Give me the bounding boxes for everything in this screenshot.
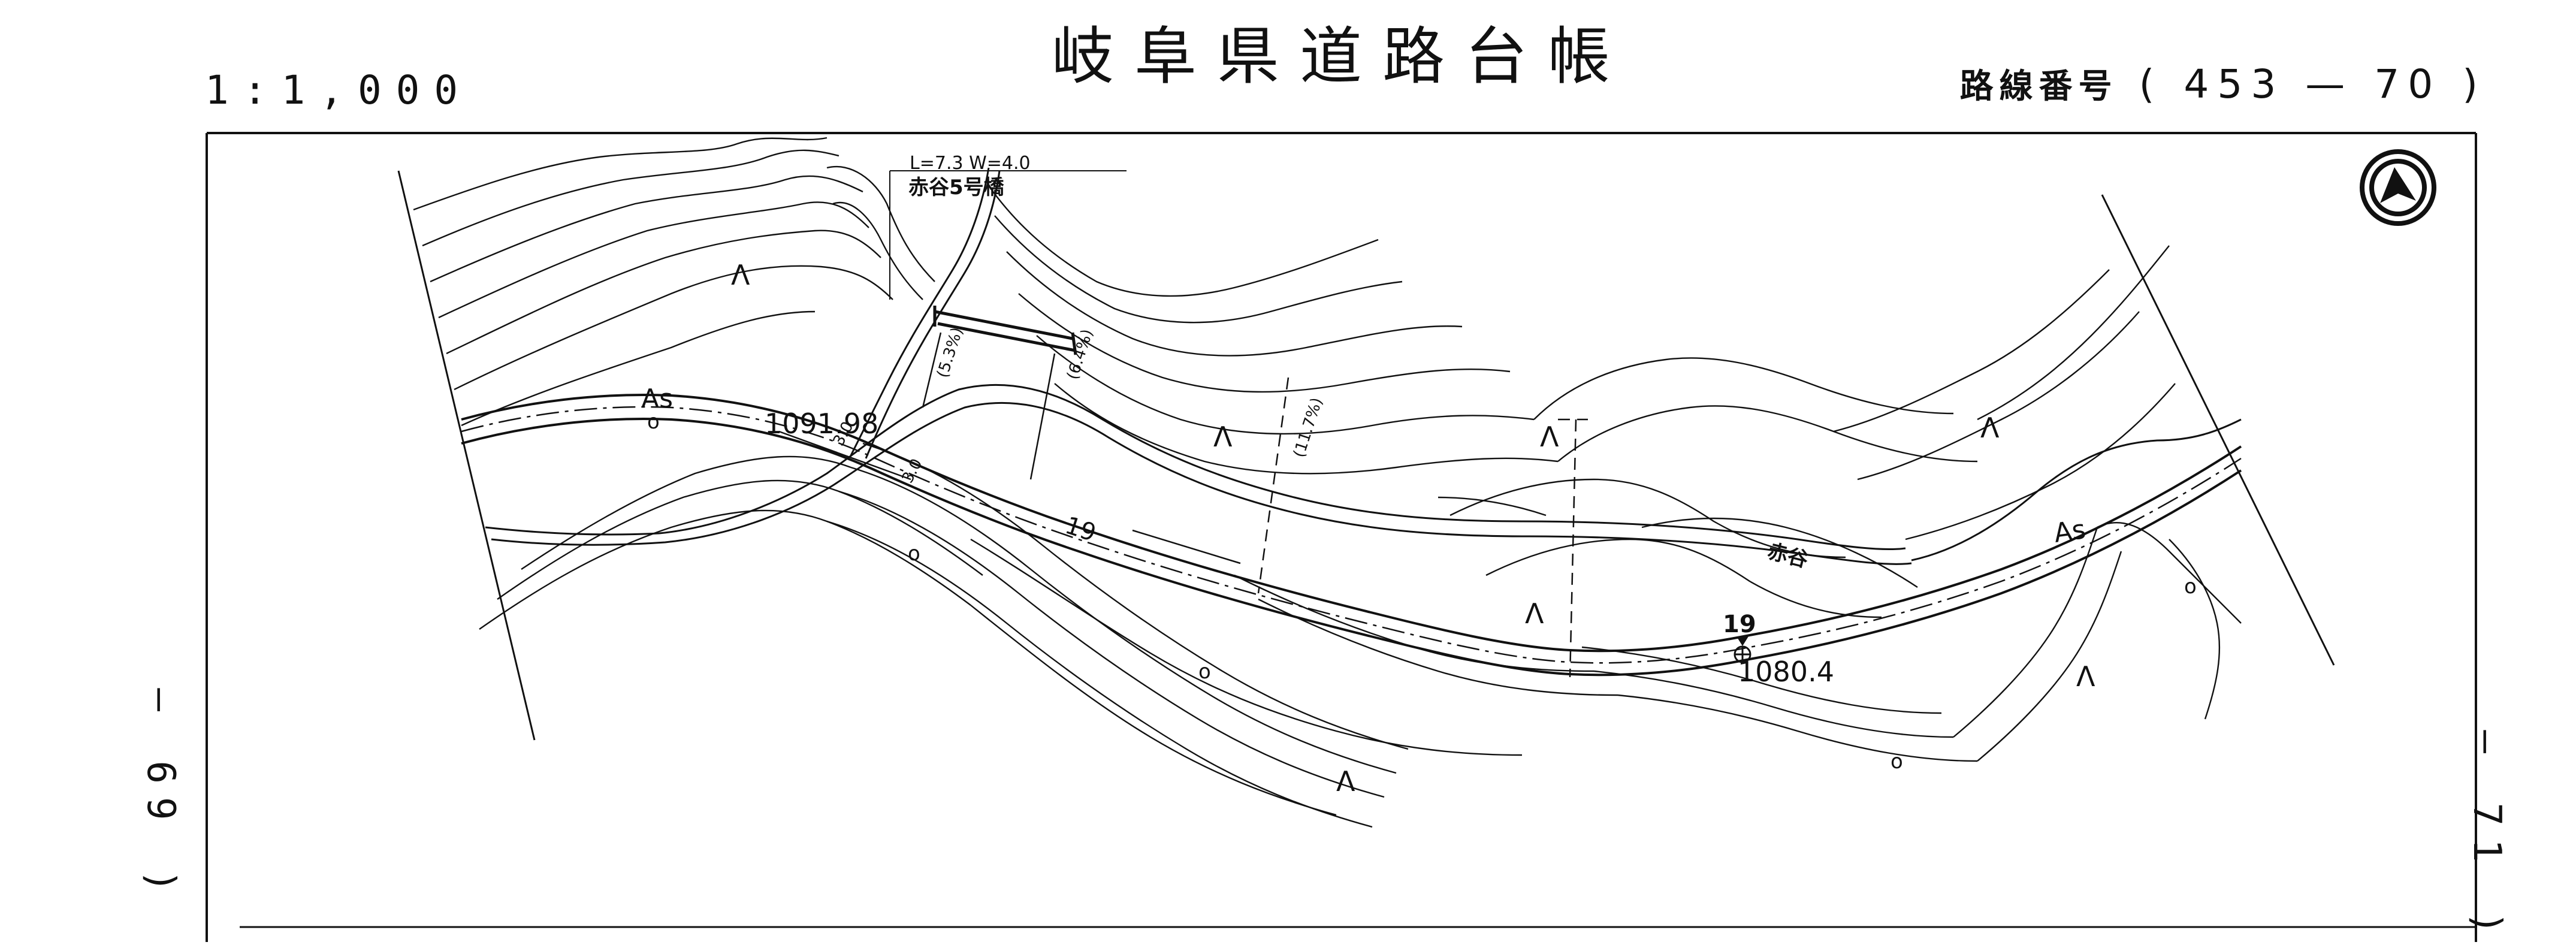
route-number-block: 路線番号 ( 453 — 70 ) <box>1960 65 2486 104</box>
vegetation-symbols: Λ Λ Λ Λ Λ Λ Λ <box>731 259 2095 798</box>
width-label-d: (6.4%) <box>1064 327 1097 382</box>
bridge-dimensions: L=7.3 W=4.0 <box>910 153 1031 174</box>
map-scale: 1:1,000 <box>205 67 473 113</box>
clip-lines <box>397 170 2335 741</box>
grass-symbol: o <box>908 542 920 566</box>
grass-symbol: o <box>1891 750 1903 774</box>
prefectural-road <box>461 394 2242 677</box>
width-label-e: (11.7%) <box>1290 395 1326 460</box>
broadleaf-symbol: Λ <box>1336 765 1355 798</box>
width-dimensions <box>778 332 1241 564</box>
sheet-title: 岐阜県道路台帳 <box>1052 20 1631 93</box>
bridge-akadani-5 <box>933 306 1077 355</box>
river-akadani <box>485 384 2242 565</box>
route-number-label: 路線番号 <box>1959 67 2118 106</box>
broadleaf-symbol: Λ <box>1213 421 1233 453</box>
bridge-leader <box>889 170 1127 300</box>
grass-symbol: o <box>647 410 660 434</box>
broadleaf-symbol: Λ <box>731 259 750 291</box>
grass-symbol: o <box>2184 575 2197 599</box>
surface-type-left: As <box>641 384 673 414</box>
bridge-name: 赤谷5号橋 <box>908 176 1004 200</box>
broadleaf-symbol: Λ <box>2076 660 2095 693</box>
benchmark-icon <box>1734 636 1751 663</box>
north-arrow-icon <box>2360 149 2436 226</box>
river-name: 赤谷 <box>1765 539 1811 572</box>
broadleaf-symbol: Λ <box>1525 597 1544 630</box>
grass-symbol: o <box>1198 660 1211 684</box>
route-number-value: ( 453 — 70 ) <box>2139 61 2486 107</box>
side-stream <box>850 167 1001 459</box>
elevation-left: 1091.98 <box>765 407 878 440</box>
width-label-c: (5.3%) <box>934 325 967 380</box>
grass-symbols: o o o o o <box>647 410 2197 774</box>
broadleaf-symbol: Λ <box>1980 412 2000 444</box>
section-lines <box>1257 377 1588 678</box>
station-marker-right: 19 <box>1723 611 1756 638</box>
station-marker-mid: 19 <box>1062 512 1100 547</box>
surface-type-right: As <box>2052 514 2088 549</box>
broadleaf-symbol: Λ <box>1540 421 1559 453</box>
elevation-right: 1080.4 <box>1738 656 1834 688</box>
road-centerline <box>461 406 2242 664</box>
contour-lines <box>413 137 2242 828</box>
map-frame <box>206 132 2477 942</box>
